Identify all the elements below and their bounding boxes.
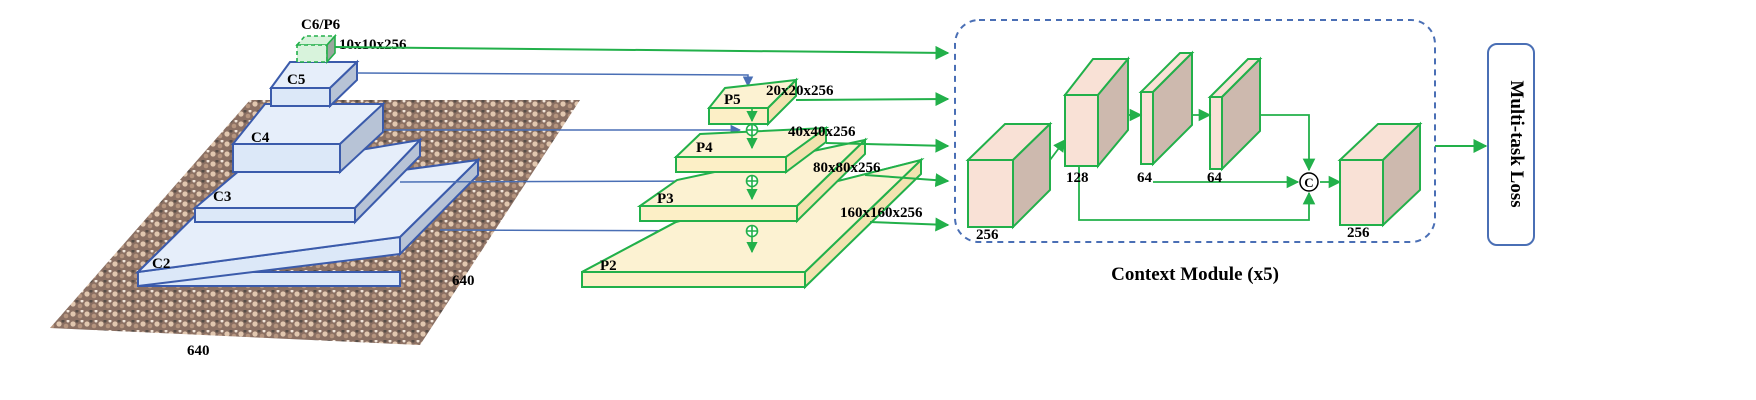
arrow-p2 bbox=[870, 222, 948, 225]
lateral-c5-p5 bbox=[357, 73, 748, 86]
cube-input bbox=[968, 124, 1050, 227]
label-p5-size: 20x20x256 bbox=[766, 83, 834, 99]
cube-c6p6 bbox=[297, 36, 335, 62]
cube-output bbox=[1340, 124, 1420, 225]
label-p4: P4 bbox=[696, 140, 713, 156]
label-c4: C4 bbox=[251, 130, 270, 146]
label-branch-64a: 64 bbox=[1137, 170, 1153, 186]
loss-box: Multi-task Loss bbox=[1488, 44, 1534, 245]
label-p3-size: 80x80x256 bbox=[813, 160, 881, 176]
loss-label: Multi-task Loss bbox=[1506, 80, 1527, 207]
cube-branch-64a bbox=[1141, 53, 1192, 164]
label-c5: C5 bbox=[287, 72, 305, 88]
label-branch-64b: 64 bbox=[1207, 170, 1223, 186]
arrow-p5 bbox=[796, 99, 948, 100]
concat-symbol: C bbox=[1304, 175, 1313, 190]
label-image-height: 640 bbox=[187, 343, 210, 359]
label-c6p6: C6/P6 bbox=[301, 17, 341, 33]
cube-branch-128 bbox=[1065, 59, 1128, 166]
label-input-channels: 256 bbox=[976, 227, 999, 243]
label-c6-size: 10x10x256 bbox=[339, 37, 407, 53]
label-p2-size: 160x160x256 bbox=[840, 205, 923, 221]
merge-nodes bbox=[747, 108, 758, 252]
label-output-channels: 256 bbox=[1347, 225, 1370, 241]
label-c3: C3 bbox=[213, 189, 231, 205]
cube-branch-64b bbox=[1210, 59, 1260, 169]
slab-c5 bbox=[271, 62, 357, 106]
fpn-pyramid: P2 P3 P4 P5 20x20x256 40x40x256 80x80x25… bbox=[582, 80, 923, 287]
arrow-p6 bbox=[335, 47, 948, 53]
label-branch-128: 128 bbox=[1066, 170, 1089, 186]
label-p5: P5 bbox=[724, 92, 741, 108]
label-image-width: 640 bbox=[452, 273, 475, 289]
label-c2: C2 bbox=[152, 256, 170, 272]
label-p2: P2 bbox=[600, 258, 617, 274]
label-p3: P3 bbox=[657, 191, 674, 207]
context-module: C 256 128 64 64 256 Context Module (x5) bbox=[955, 20, 1435, 285]
label-p4-size: 40x40x256 bbox=[788, 124, 856, 140]
context-module-title: Context Module (x5) bbox=[1111, 264, 1279, 285]
